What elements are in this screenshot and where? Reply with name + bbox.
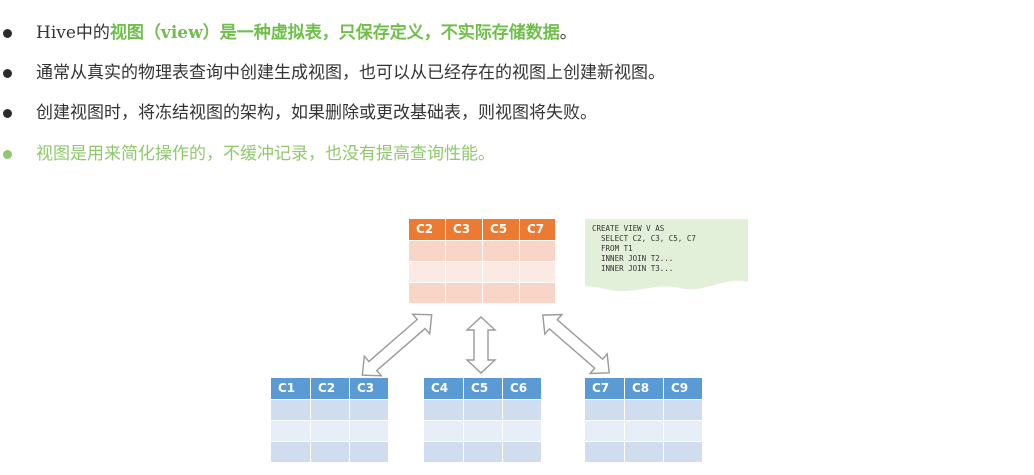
base-table-3: C7 C8 C9: [585, 378, 703, 462]
table-row: [271, 441, 389, 462]
base-column-header: C5: [464, 378, 503, 399]
table-row: [409, 240, 556, 261]
base-column-header: C4: [424, 378, 464, 399]
table-row: [424, 420, 542, 441]
double-arrow-left-icon: [361, 313, 433, 377]
bullet-item-4: 视图是用来简化操作的，不缓冲记录，也没有提高查询性能。: [0, 141, 1000, 171]
base-column-header: C2: [311, 378, 350, 399]
bullet-text-3: 创建视图时，将冻结视图的架构，如果删除或更改基础表，则视图将失败。: [36, 103, 597, 123]
bullet-item-1: Hive中的视图（view）是一种虚拟表，只保存定义，不实际存储数据。: [0, 20, 1000, 50]
bullet-dot-icon: [3, 109, 12, 118]
bullet-1-highlight: 视图（view）是一种虚拟表，只保存定义，不实际存储数据: [109, 23, 560, 43]
base-column-header: C3: [350, 378, 389, 399]
bullet-item-3: 创建视图时，将冻结视图的架构，如果删除或更改基础表，则视图将失败。: [0, 100, 1000, 130]
view-column-header: C2: [409, 219, 446, 240]
base-table-2: C4 C5 C6: [424, 378, 542, 462]
view-column-header: C5: [483, 219, 520, 240]
base-table-1: C1 C2 C3: [271, 378, 389, 462]
table-row: [585, 420, 703, 441]
table-row: [585, 441, 703, 462]
table-row: [271, 399, 389, 420]
view-column-header: C3: [446, 219, 483, 240]
base-column-header: C1: [271, 378, 311, 399]
bullet-1-part-1: Hive中的: [36, 23, 110, 43]
bullet-item-2: 通常从真实的物理表查询中创建生成视图，也可以从已经存在的视图上创建新视图。: [0, 60, 1000, 90]
view-table: C2 C3 C5 C7: [409, 219, 556, 303]
table-row: [409, 261, 556, 282]
bullet-text-4: 视图是用来简化操作的，不缓冲记录，也没有提高查询性能。: [36, 144, 495, 164]
sql-definition: CREATE VIEW V AS SELECT C2, C3, C5, C7 F…: [592, 224, 696, 273]
sql-note-shape: [585, 219, 748, 292]
bullet-1-part-3: 。: [559, 23, 577, 43]
view-column-header: C7: [520, 219, 556, 240]
base-column-header: C9: [664, 378, 703, 399]
table-row: [424, 399, 542, 420]
base-column-header: C6: [503, 378, 542, 399]
bullet-text-1: Hive中的视图（view）是一种虚拟表，只保存定义，不实际存储数据。: [36, 20, 577, 46]
table-row: [585, 399, 703, 420]
table-row: [271, 420, 389, 441]
bullet-dot-icon: [3, 69, 12, 78]
base-column-header: C7: [585, 378, 625, 399]
bullet-dot-icon: [3, 29, 12, 38]
bullet-text-2: 通常从真实的物理表查询中创建生成视图，也可以从已经存在的视图上创建新视图。: [36, 63, 665, 83]
table-row: [424, 441, 542, 462]
double-arrow-middle-icon: [465, 316, 497, 374]
base-table-1-header: C1 C2 C3: [271, 378, 389, 399]
base-table-2-header: C4 C5 C6: [424, 378, 542, 399]
view-table-header: C2 C3 C5 C7: [409, 219, 556, 240]
bullet-dot-icon: [3, 150, 12, 159]
table-row: [409, 282, 556, 303]
base-column-header: C8: [625, 378, 664, 399]
double-arrow-right-icon: [542, 313, 610, 375]
base-table-3-header: C7 C8 C9: [585, 378, 703, 399]
